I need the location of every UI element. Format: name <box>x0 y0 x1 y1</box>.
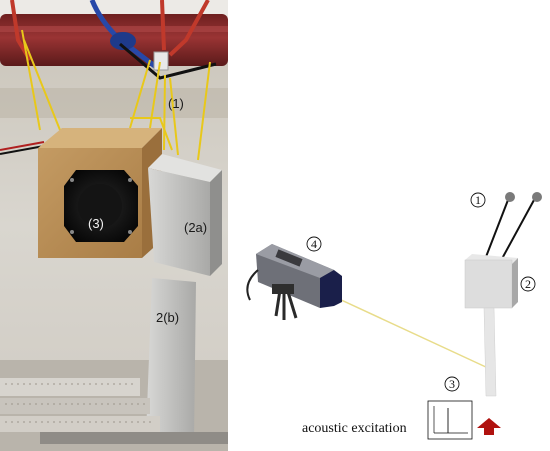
aluminum-block-top <box>148 154 222 182</box>
vibrometer-tripod-head <box>272 284 294 294</box>
label-rod: 2(b) <box>156 310 179 325</box>
laser-beam <box>323 291 489 369</box>
screw-3 <box>70 230 74 234</box>
speaker-wires-black <box>0 145 45 155</box>
excitation-caption: acoustic excitation <box>302 421 407 436</box>
specimen-block-side <box>512 258 518 308</box>
wall-band <box>0 88 228 118</box>
svg-text:3: 3 <box>449 377 455 391</box>
base-beam <box>40 432 228 444</box>
aluminum-block-front <box>148 168 210 276</box>
specimen-rod <box>483 307 497 397</box>
vibrometer-lens <box>320 270 342 308</box>
schematic-diagram: 1 2 4 3 acoustic excitation <box>246 192 542 440</box>
excitation-signal-plot <box>427 400 473 440</box>
pipe-highlight <box>0 26 228 32</box>
label-suspension: (1) <box>168 96 184 111</box>
wood-box-top <box>38 128 162 148</box>
blue-knot <box>110 32 136 50</box>
aluminum-rod <box>146 278 196 440</box>
aluminum-block-side <box>210 170 222 276</box>
screw-4 <box>128 230 132 234</box>
screw-2 <box>128 178 132 182</box>
svg-text:1: 1 <box>475 193 481 207</box>
excitation-arrow <box>477 418 501 435</box>
white-clip <box>153 51 169 71</box>
string-right <box>497 199 535 267</box>
vibrometer-mount <box>274 289 298 320</box>
rail-teeth <box>5 383 155 423</box>
base-rail-2 <box>0 398 150 414</box>
laser-vibrometer <box>246 244 342 320</box>
vibrometer-cable <box>246 269 259 301</box>
experiment-photo: (1) (3) (2a) 2(b) <box>0 0 228 451</box>
label-block: (2a) <box>184 220 207 235</box>
red-strap-right <box>168 0 210 57</box>
svg-text:4: 4 <box>311 237 317 251</box>
marker-vibrometer: 4 <box>306 236 322 252</box>
base-rail-3 <box>0 416 160 432</box>
speaker-dustcap <box>78 184 122 228</box>
screw-1 <box>70 178 74 182</box>
string-anchor-left <box>505 192 515 202</box>
red-strap-mid <box>160 0 166 51</box>
string-left <box>483 199 509 263</box>
specimen-block-front <box>464 259 513 309</box>
black-cord-left <box>119 42 217 80</box>
marker-specimen: 2 <box>520 276 536 292</box>
yellow-suspension-strings <box>21 29 211 161</box>
base-rail-1 <box>0 378 140 396</box>
svg-text:2: 2 <box>525 277 531 291</box>
marker-excitation: 3 <box>444 376 460 392</box>
marker-strings: 1 <box>470 192 486 208</box>
string-anchor-right <box>532 192 542 202</box>
label-speaker: (3) <box>88 216 104 231</box>
speaker-wires <box>0 141 45 151</box>
vibrometer-handle <box>275 249 303 267</box>
